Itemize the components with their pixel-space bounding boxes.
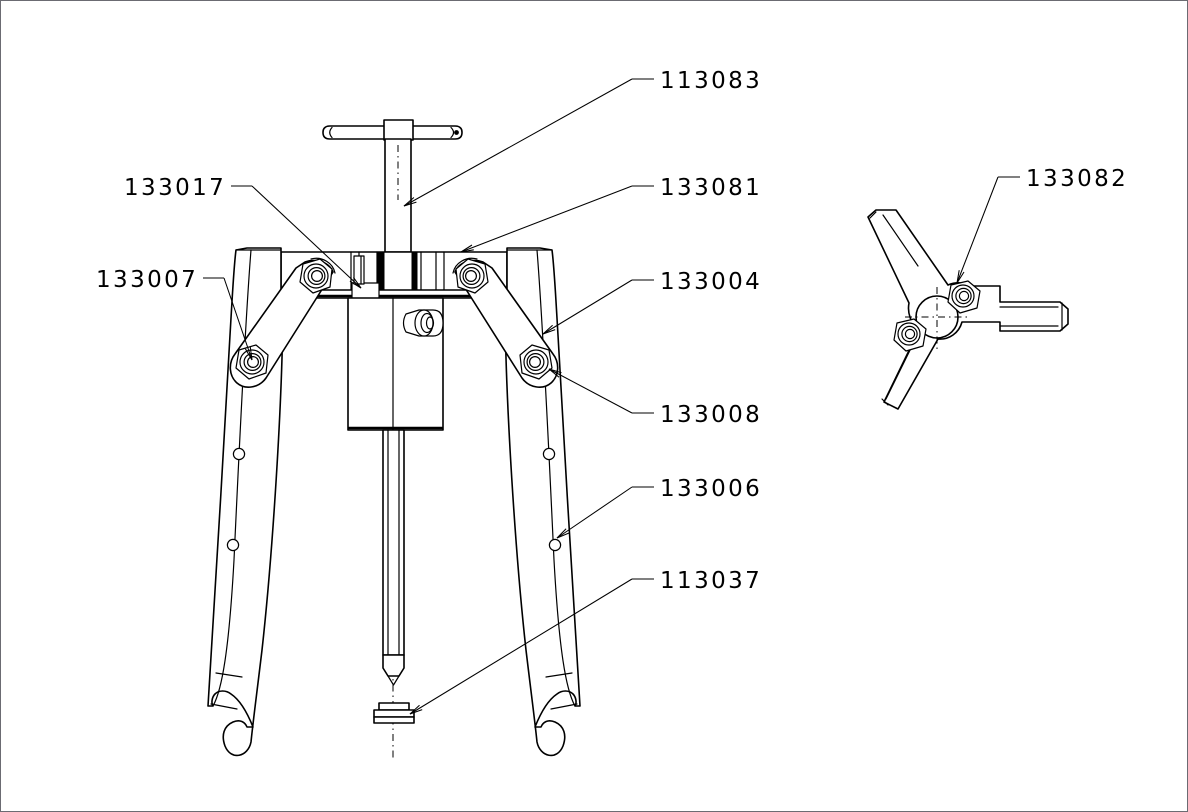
callout-leader-133007 (203, 277, 253, 361)
spider-hex-bolt-lower-left (893, 318, 927, 352)
leader-line (956, 176, 999, 284)
callout-label-layer: 113083 133017 133081 133007 133004 133008 1330… (96, 68, 1128, 594)
leader-line (556, 486, 633, 539)
callout-leader-133017 (231, 185, 362, 289)
leader-arrowhead (349, 277, 362, 289)
part-number-label-133008: 133008 (660, 402, 762, 428)
leader-arrowhead (403, 197, 417, 207)
callout-leader-113083 (403, 78, 654, 207)
part-number-label-133081: 133081 (660, 175, 762, 201)
callout-leader-133081 (460, 185, 654, 253)
leader-arrowhead (956, 270, 965, 284)
t-handle-screw-shaft (383, 119, 414, 253)
leader-arrowhead (409, 704, 423, 715)
right-link-lower-nut (519, 344, 553, 380)
callout-leader-133006 (556, 486, 654, 539)
center-hub (905, 287, 969, 349)
part-number-label-133007: 133007 (96, 267, 198, 293)
right-link-arm (452, 257, 559, 388)
bottom-pressure-pad (373, 702, 415, 724)
left-link-lower-nut (235, 344, 269, 380)
hydraulic-cylinder-body (347, 297, 444, 431)
left-link-upper-nut (299, 258, 333, 294)
part-number-label-133004: 133004 (660, 269, 762, 295)
leader-line (548, 368, 633, 414)
part-number-label-133017: 133017 (124, 175, 226, 201)
leader-line (542, 279, 633, 335)
right-link-upper-nut (455, 258, 489, 294)
leader-line (460, 185, 633, 253)
left-link-arm (229, 257, 336, 388)
leader-arrowhead (556, 528, 570, 539)
leader-line (223, 277, 253, 361)
leader-arrowhead (244, 347, 253, 361)
leader-line (251, 185, 362, 289)
callout-leader-113037 (409, 578, 654, 715)
cylinder-port-fitting (402, 309, 444, 337)
ram-rod (382, 429, 405, 686)
spider-yoke-top-view (867, 209, 1069, 410)
puller-front-view (207, 119, 581, 760)
leader-arrowhead (542, 324, 556, 335)
callout-leader-133082 (956, 176, 1020, 284)
callout-leader-133008 (548, 368, 654, 414)
part-number-label-113083: 113083 (660, 68, 762, 94)
leader-arrowhead (548, 368, 562, 378)
leader-line (409, 578, 633, 715)
leader-arrowhead (460, 244, 474, 253)
part-number-label-133082: 133082 (1026, 166, 1128, 192)
spider-hex-bolt-upper-right (947, 280, 981, 314)
leader-line (403, 78, 633, 207)
callout-leader-133004 (542, 279, 654, 335)
part-number-label-113037: 113037 (660, 568, 762, 594)
callout-leader-layer (203, 78, 1020, 715)
part-number-label-133006: 133006 (660, 476, 762, 502)
